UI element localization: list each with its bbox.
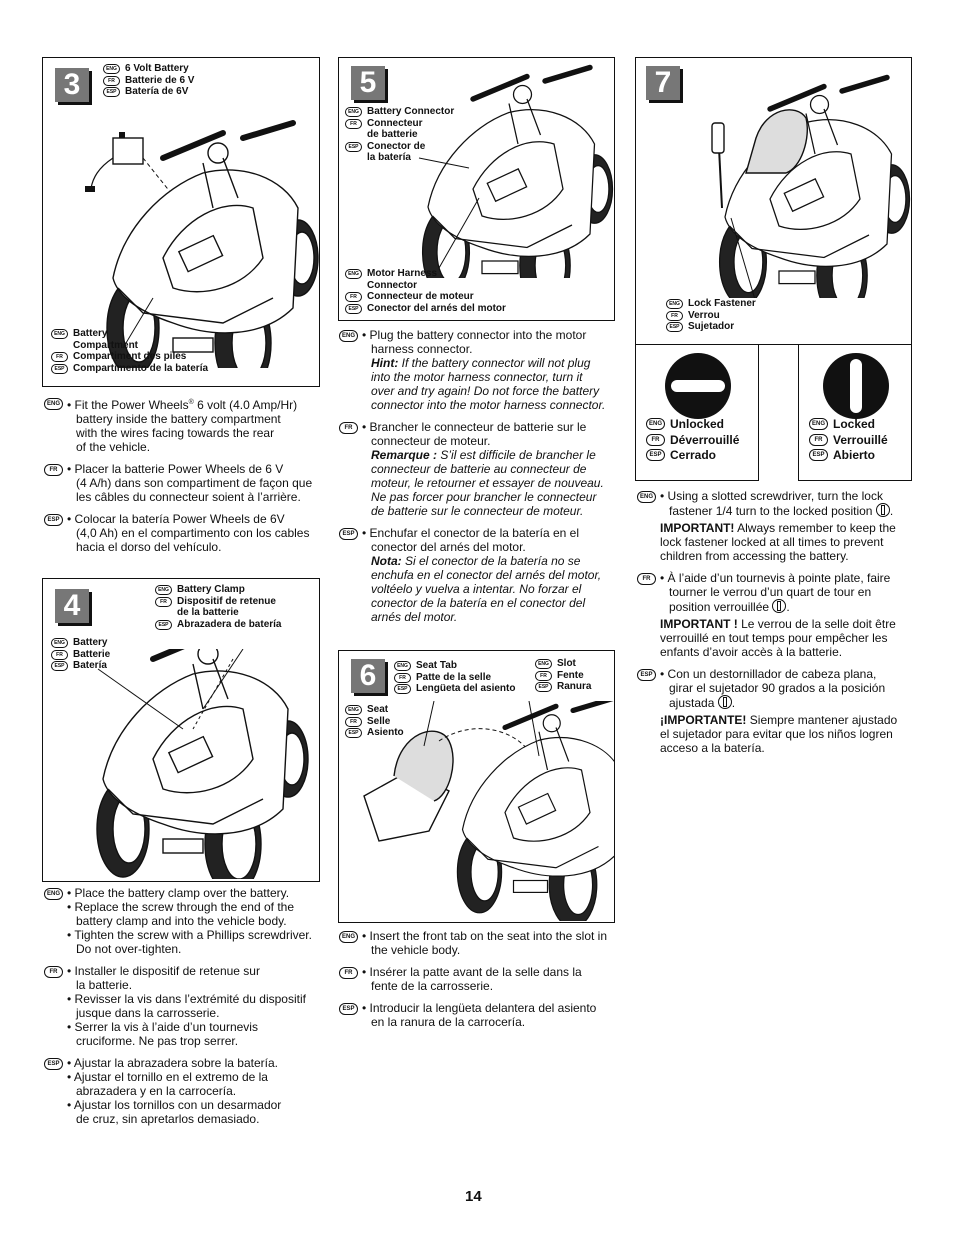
step3-esp: ESP • Colocar la batería Power Wheels de…	[44, 512, 334, 554]
lock-icon	[772, 599, 787, 613]
step6-number: 6	[351, 659, 385, 693]
step5-illustration	[418, 58, 614, 278]
step4-instructions: ENG • Place the battery clamp over the b…	[44, 886, 334, 1134]
step4-eng: ENG • Place the battery clamp over the b…	[44, 886, 334, 956]
step7-illustration	[711, 58, 911, 298]
step6-esp: ESP • Introducir la lengüeta delantera d…	[339, 1001, 624, 1029]
step7-eng: ENG • Using a slotted screwdriver, turn …	[637, 489, 917, 563]
step4-fr: FR • Installer le dispositif de retenue …	[44, 964, 334, 1048]
step4-esp: ESP • Ajustar la abrazadera sobre la bat…	[44, 1056, 334, 1126]
step5-fr: FR • Brancher le connecteur de batterie …	[339, 420, 624, 518]
step6-eng: ENG • Insert the front tab on the seat i…	[339, 929, 624, 957]
unlocked-icon	[665, 353, 731, 419]
step3-number: 3	[55, 68, 89, 102]
step7-fr: FR • À l’aide d’un tournevis à pointe pl…	[637, 571, 917, 659]
step6-fr: FR • Insérer la patte avant de la selle …	[339, 965, 624, 993]
step3-illustration	[85, 98, 319, 368]
step5-number: 5	[351, 66, 385, 100]
step5-esp: ESP • Enchufar el conector de la batería…	[339, 526, 624, 624]
step7-esp: ESP • Con un destornillador de cabeza pl…	[637, 667, 917, 755]
locked-icon	[823, 353, 889, 419]
step6-illustration	[363, 701, 614, 921]
step5-eng: ENG • Plug the battery connector into th…	[339, 328, 624, 412]
step4-number: 4	[55, 589, 89, 623]
step3-fr: FR • Placer la batterie Power Wheels de …	[44, 462, 334, 504]
step3-instructions: ENG • Fit the Power Wheels® 6 volt (4.0 …	[44, 396, 334, 562]
fr-tag: FR	[103, 75, 120, 86]
step7-number: 7	[646, 66, 680, 100]
step6-instructions: ENG • Insert the front tab on the seat i…	[339, 929, 624, 1037]
step3-eng: ENG • Fit the Power Wheels® 6 volt (4.0 …	[44, 396, 334, 454]
step7-instructions: ENG • Using a slotted screwdriver, turn …	[637, 489, 917, 763]
esp-tag: ESP	[103, 87, 120, 97]
step4-illustration	[43, 649, 319, 879]
step5-instructions: ENG • Plug the battery connector into th…	[339, 328, 624, 632]
eng-tag: ENG	[103, 64, 120, 74]
lock-icon	[875, 503, 890, 517]
page-number: 14	[465, 1188, 482, 1205]
lock-icon	[717, 695, 732, 709]
